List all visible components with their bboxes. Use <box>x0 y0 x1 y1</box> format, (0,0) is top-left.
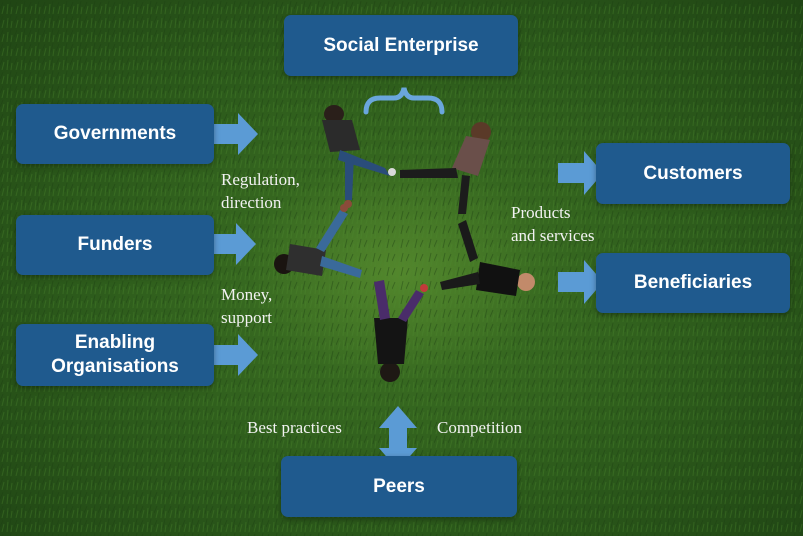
money-support-label: Money, support <box>221 285 273 327</box>
person-figure <box>274 204 362 278</box>
person-figure <box>440 220 535 296</box>
curly-brace-icon <box>363 87 445 115</box>
best-practices-label: Best practices <box>247 418 342 437</box>
competition-label: Competition <box>437 418 522 437</box>
people-star <box>274 105 535 382</box>
funders-box: Funders <box>16 215 214 275</box>
arrow-right-icon <box>203 223 256 265</box>
peers-box: Peers <box>281 456 517 517</box>
customers-box: Customers <box>596 143 790 204</box>
person-figure <box>374 280 428 382</box>
products-services-label: Products and services <box>511 203 595 245</box>
arrow-right-icon <box>205 113 258 155</box>
governments-box: Governments <box>16 104 214 164</box>
beneficiaries-box: Beneficiaries <box>596 253 790 313</box>
person-figure <box>322 105 396 208</box>
arrow-right-icon <box>205 334 258 376</box>
person-figure <box>400 122 491 214</box>
social-enterprise-box: Social Enterprise <box>284 15 518 76</box>
double-arrow-vertical-icon <box>379 406 417 470</box>
arrow-right-icon <box>558 151 603 195</box>
regulation-direction-label: Regulation, direction <box>221 170 300 212</box>
arrow-right-icon <box>558 260 603 304</box>
enabling-organisations-box: Enabling Organisations <box>16 324 214 386</box>
